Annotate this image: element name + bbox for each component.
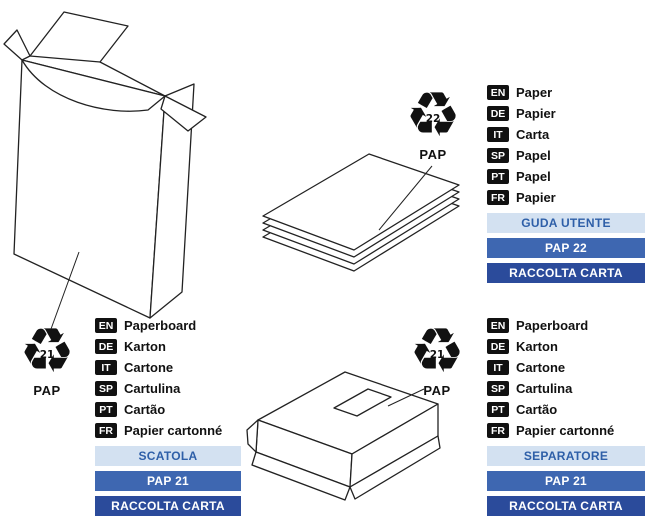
language-code-badge: SP bbox=[95, 381, 117, 396]
recycling-symbol-box: ♻ 21 PAP bbox=[15, 320, 79, 399]
carton-box-drawing bbox=[0, 4, 218, 326]
separator-box-drawing bbox=[244, 358, 452, 514]
language-code-badge: DE bbox=[487, 106, 509, 121]
language-row: SP Papel bbox=[487, 145, 645, 166]
language-code-badge: EN bbox=[487, 85, 509, 100]
language-code-badge: SP bbox=[487, 148, 509, 163]
language-code-badge: IT bbox=[95, 360, 117, 375]
label-bars: GUDA UTENTE PAP 22 RACCOLTA CARTA bbox=[487, 213, 645, 283]
language-row: PT Cartão bbox=[95, 399, 241, 420]
recycling-arrows-icon: ♻ bbox=[405, 78, 461, 151]
language-row: EN Paperboard bbox=[95, 315, 241, 336]
item-name-bar: GUDA UTENTE bbox=[487, 213, 645, 233]
material-name: Papel bbox=[516, 148, 551, 163]
recycling-symbol-guide: ♻ 22 PAP bbox=[401, 84, 465, 163]
label-bars: SEPARATORE PAP 21 RACCOLTA CARTA bbox=[487, 446, 645, 516]
item-name-bar: SEPARATORE bbox=[487, 446, 645, 466]
material-name: Paperboard bbox=[516, 318, 589, 333]
recycling-symbol-separator: ♻ 21 PAP bbox=[405, 320, 469, 399]
language-code-badge: EN bbox=[95, 318, 117, 333]
recycling-code-number: 21 bbox=[429, 349, 445, 361]
language-row: DE Karton bbox=[487, 336, 645, 357]
language-table-scatola: EN Paperboard DE Karton IT Cartone SP Ca… bbox=[95, 315, 241, 516]
material-name: Paper bbox=[516, 85, 553, 100]
language-code-badge: PT bbox=[95, 402, 117, 417]
language-code-badge: FR bbox=[95, 423, 117, 438]
recycling-material-label: PAP bbox=[419, 147, 447, 162]
language-code-badge: IT bbox=[487, 127, 509, 142]
recycling-material-label: PAP bbox=[423, 383, 451, 398]
pap-code-bar: PAP 22 bbox=[487, 238, 645, 258]
separator-box-illustration bbox=[246, 371, 441, 501]
material-name: Papier bbox=[516, 190, 556, 205]
language-code-badge: EN bbox=[487, 318, 509, 333]
material-name: Papel bbox=[516, 169, 551, 184]
material-name: Papier bbox=[516, 106, 556, 121]
recycling-arrows-icon: ♻ bbox=[19, 314, 75, 387]
language-row: SP Cartulina bbox=[487, 378, 645, 399]
language-table-separatore: EN Paperboard DE Karton IT Cartone SP Ca… bbox=[487, 315, 645, 516]
language-row: DE Papier bbox=[487, 103, 645, 124]
material-name: Cartulina bbox=[124, 381, 181, 396]
material-name: Karton bbox=[516, 339, 558, 354]
language-code-badge: DE bbox=[95, 339, 117, 354]
language-code-badge: IT bbox=[487, 360, 509, 375]
disposal-bar: RACCOLTA CARTA bbox=[487, 496, 645, 516]
label-bars: SCATOLA PAP 21 RACCOLTA CARTA bbox=[95, 446, 241, 516]
recycling-material-label: PAP bbox=[33, 383, 61, 398]
material-name: Cartulina bbox=[516, 381, 573, 396]
language-row: FR Papier cartonné bbox=[95, 420, 241, 441]
language-row: PT Papel bbox=[487, 166, 645, 187]
material-name: Cartone bbox=[124, 360, 174, 375]
pap-code-bar: PAP 21 bbox=[95, 471, 241, 491]
material-name: Papier cartonné bbox=[516, 423, 615, 438]
language-code-badge: FR bbox=[487, 423, 509, 438]
material-name: Paperboard bbox=[124, 318, 197, 333]
language-table-guida-utente: EN Paper DE Papier IT Carta SP Papel PT … bbox=[487, 82, 645, 283]
language-row: FR Papier bbox=[487, 187, 645, 208]
language-row: EN Paperboard bbox=[487, 315, 645, 336]
language-row: IT Carta bbox=[487, 124, 645, 145]
recycling-symbol-wrap: ♻ 21 bbox=[15, 320, 79, 382]
material-name: Cartone bbox=[516, 360, 566, 375]
material-name: Carta bbox=[516, 127, 550, 142]
item-name-bar: SCATOLA bbox=[95, 446, 241, 466]
language-code-badge: SP bbox=[487, 381, 509, 396]
pap-code-bar: PAP 21 bbox=[487, 471, 645, 491]
paper-stack-illustration bbox=[262, 153, 460, 272]
language-row: EN Paper bbox=[487, 82, 645, 103]
material-name: Papier cartonné bbox=[124, 423, 223, 438]
recycling-symbol-wrap: ♻ 22 bbox=[401, 84, 465, 146]
language-code-badge: DE bbox=[487, 339, 509, 354]
recycling-symbol-wrap: ♻ 21 bbox=[405, 320, 469, 382]
material-name: Karton bbox=[124, 339, 166, 354]
user-guide-paper-stack-drawing bbox=[251, 140, 471, 300]
recycling-arrows-icon: ♻ bbox=[409, 314, 465, 387]
material-name: Cartão bbox=[516, 402, 558, 417]
language-row: FR Papier cartonné bbox=[487, 420, 645, 441]
language-row: IT Cartone bbox=[487, 357, 645, 378]
language-code-badge: PT bbox=[487, 169, 509, 184]
language-code-badge: FR bbox=[487, 190, 509, 205]
language-row: DE Karton bbox=[95, 336, 241, 357]
disposal-bar: RACCOLTA CARTA bbox=[487, 263, 645, 283]
carton-box-illustration bbox=[3, 11, 207, 319]
recycling-code-number: 22 bbox=[425, 113, 441, 125]
language-row: IT Cartone bbox=[95, 357, 241, 378]
language-row: PT Cartão bbox=[487, 399, 645, 420]
language-code-badge: PT bbox=[487, 402, 509, 417]
material-name: Cartão bbox=[124, 402, 166, 417]
language-row: SP Cartulina bbox=[95, 378, 241, 399]
disposal-bar: RACCOLTA CARTA bbox=[95, 496, 241, 516]
recycling-code-number: 21 bbox=[39, 349, 55, 361]
